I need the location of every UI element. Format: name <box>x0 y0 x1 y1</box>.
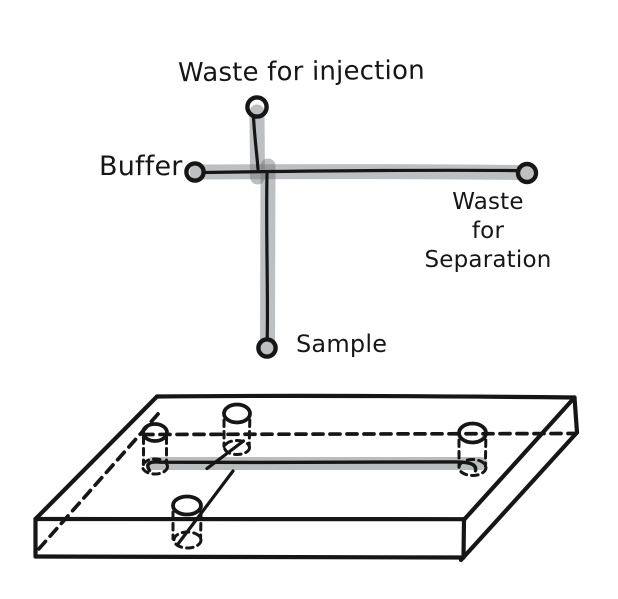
separation-port-top-ellipse <box>457 421 488 445</box>
label-buffer: Buffer <box>99 151 183 182</box>
buffer-port-bottom-ellipse <box>141 457 169 476</box>
schematic-injection-line-lower <box>265 172 270 342</box>
schematic-cross <box>184 95 539 359</box>
label-waste-for-injection: Waste for injection <box>177 55 425 89</box>
chip-sample-port <box>171 494 203 550</box>
injection-port-top-ellipse <box>222 402 252 425</box>
schematic-main-channel-line <box>201 168 520 175</box>
sample-port-top-ellipse <box>171 494 203 517</box>
waste-separation-reservoir-circle <box>515 161 539 185</box>
waste-injection-reservoir-circle <box>245 95 269 119</box>
chip-top-back-edge <box>154 393 577 400</box>
sample-reservoir-circle <box>256 337 278 359</box>
buffer-reservoir-circle <box>184 161 206 183</box>
chip-3d-view <box>33 393 580 563</box>
chip-main-channel-line <box>146 460 478 473</box>
injection-port-wall-right <box>247 418 252 448</box>
sample-port-bottom-ellipse <box>172 530 203 550</box>
chip-hidden-bottom-back-edge <box>141 431 578 437</box>
injection-port-bottom-ellipse <box>223 439 251 456</box>
buffer-port-top-ellipse <box>141 422 169 443</box>
label-waste-for-separation: Waste for Separation <box>424 189 552 273</box>
separation-port-bottom-ellipse <box>457 458 488 477</box>
chip-injection-channel-line-back <box>205 439 246 471</box>
label-sample: Sample <box>296 330 388 358</box>
chip-front-right-vertical-edge <box>461 517 467 560</box>
chip-hidden-bottom-left-edge <box>35 412 160 553</box>
chip-injection-channel-line-front <box>176 469 235 546</box>
chip-back-right-vertical-edge <box>572 395 580 435</box>
schematic-injection-line-upper <box>251 115 260 171</box>
chip-top-right-edge <box>462 395 577 522</box>
chip-buffer-port <box>141 422 169 476</box>
chip-top-left-edge <box>33 394 160 522</box>
chip-bottom-front-edge <box>33 554 466 560</box>
chip-injection-waste-port <box>222 402 252 456</box>
chip-bottom-right-edge <box>458 430 580 563</box>
